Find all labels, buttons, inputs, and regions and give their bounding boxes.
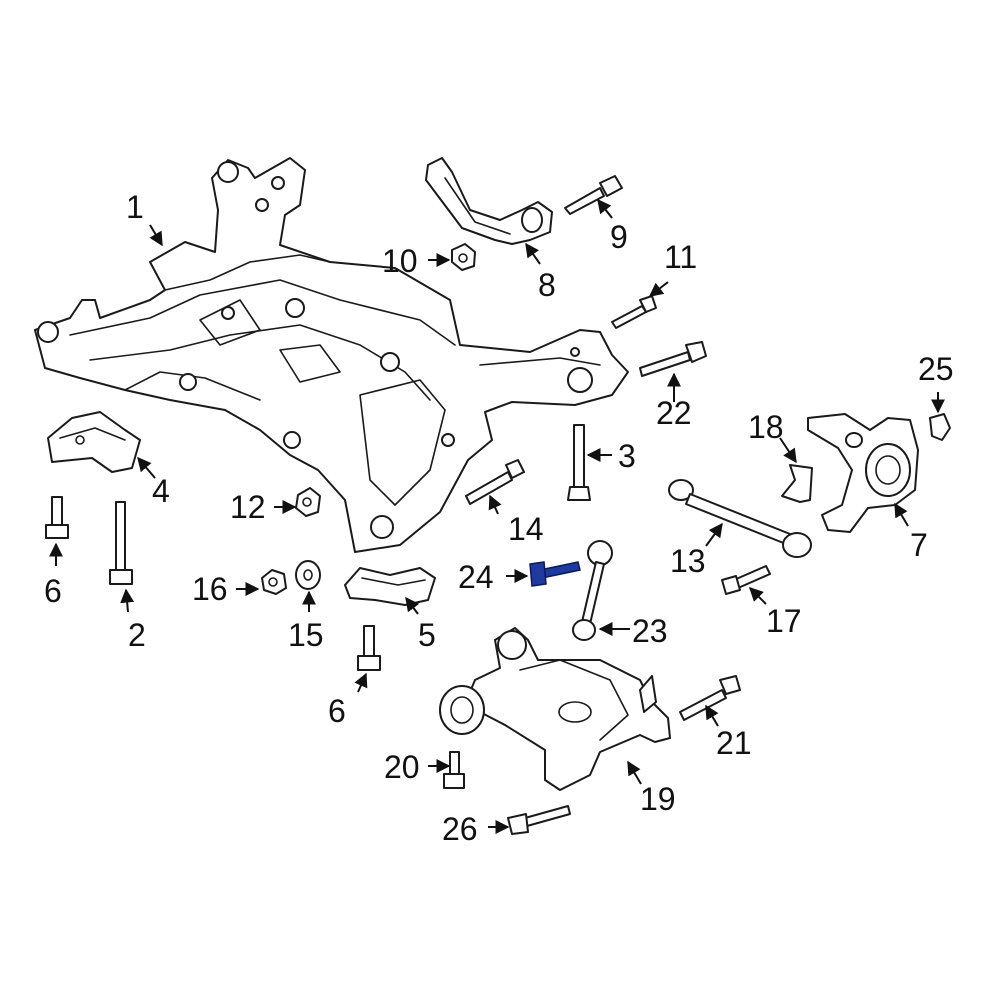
part-bracket-4 bbox=[47, 411, 141, 473]
part-nut-25 bbox=[929, 413, 951, 441]
part-bolt-17 bbox=[721, 565, 771, 595]
part-bolt-2 bbox=[109, 501, 133, 585]
part-bolt-3 bbox=[567, 424, 591, 501]
callout-labels: 1 2 3 4 5 6 6 7 8 9 10 11 12 13 14 15 16… bbox=[44, 189, 954, 847]
callout-7: 7 bbox=[910, 527, 928, 563]
callout-23: 23 bbox=[632, 613, 668, 649]
callout-18: 18 bbox=[748, 409, 784, 445]
part-bolt-26 bbox=[507, 805, 571, 835]
callout-15: 15 bbox=[288, 617, 324, 653]
part-link-13 bbox=[668, 479, 812, 558]
callout-13: 13 bbox=[670, 543, 706, 579]
callout-12: 12 bbox=[230, 489, 266, 525]
callout-6a: 6 bbox=[44, 573, 62, 609]
callout-21: 21 bbox=[716, 725, 752, 761]
part-upper-arm bbox=[425, 157, 553, 245]
callout-2: 2 bbox=[128, 617, 146, 653]
callout-24: 24 bbox=[458, 559, 494, 595]
part-bolt-11 bbox=[611, 295, 657, 329]
callout-22: 22 bbox=[656, 395, 692, 431]
callout-20: 20 bbox=[384, 749, 420, 785]
callout-3: 3 bbox=[618, 438, 636, 474]
part-bolt-21 bbox=[679, 675, 741, 721]
callout-14: 14 bbox=[508, 511, 544, 547]
part-bracket-5 bbox=[344, 567, 436, 606]
callout-17: 17 bbox=[766, 603, 802, 639]
callout-8: 8 bbox=[538, 267, 556, 303]
part-subframe bbox=[34, 157, 629, 553]
part-bolt-24 bbox=[529, 561, 581, 587]
part-nut-16 bbox=[261, 569, 287, 595]
callout-16: 16 bbox=[192, 571, 228, 607]
part-knuckle-7 bbox=[807, 413, 919, 533]
callout-9: 9 bbox=[610, 219, 628, 255]
part-link-23 bbox=[572, 540, 613, 641]
part-washer-15 bbox=[295, 560, 321, 590]
callout-10: 10 bbox=[382, 243, 418, 279]
callout-6b: 6 bbox=[328, 693, 346, 729]
part-bracket-18 bbox=[781, 464, 813, 503]
part-bolt-22 bbox=[639, 341, 707, 377]
part-bolt-6b bbox=[357, 625, 381, 671]
callout-25: 25 bbox=[918, 351, 954, 387]
part-bolt-14 bbox=[465, 459, 525, 505]
part-bolt-9 bbox=[564, 175, 623, 215]
callout-26: 26 bbox=[442, 811, 478, 847]
callout-5: 5 bbox=[418, 617, 436, 653]
callout-1: 1 bbox=[126, 189, 144, 225]
callout-11: 11 bbox=[664, 239, 697, 275]
callout-19: 19 bbox=[640, 781, 676, 817]
callout-leaders bbox=[49, 198, 945, 834]
part-lower-arm-19 bbox=[439, 627, 671, 791]
callout-4: 4 bbox=[152, 473, 170, 509]
part-nut-10 bbox=[451, 243, 476, 271]
part-bolt-20 bbox=[443, 751, 465, 789]
part-bolt-6a bbox=[45, 496, 69, 539]
part-nut-12 bbox=[295, 487, 321, 517]
